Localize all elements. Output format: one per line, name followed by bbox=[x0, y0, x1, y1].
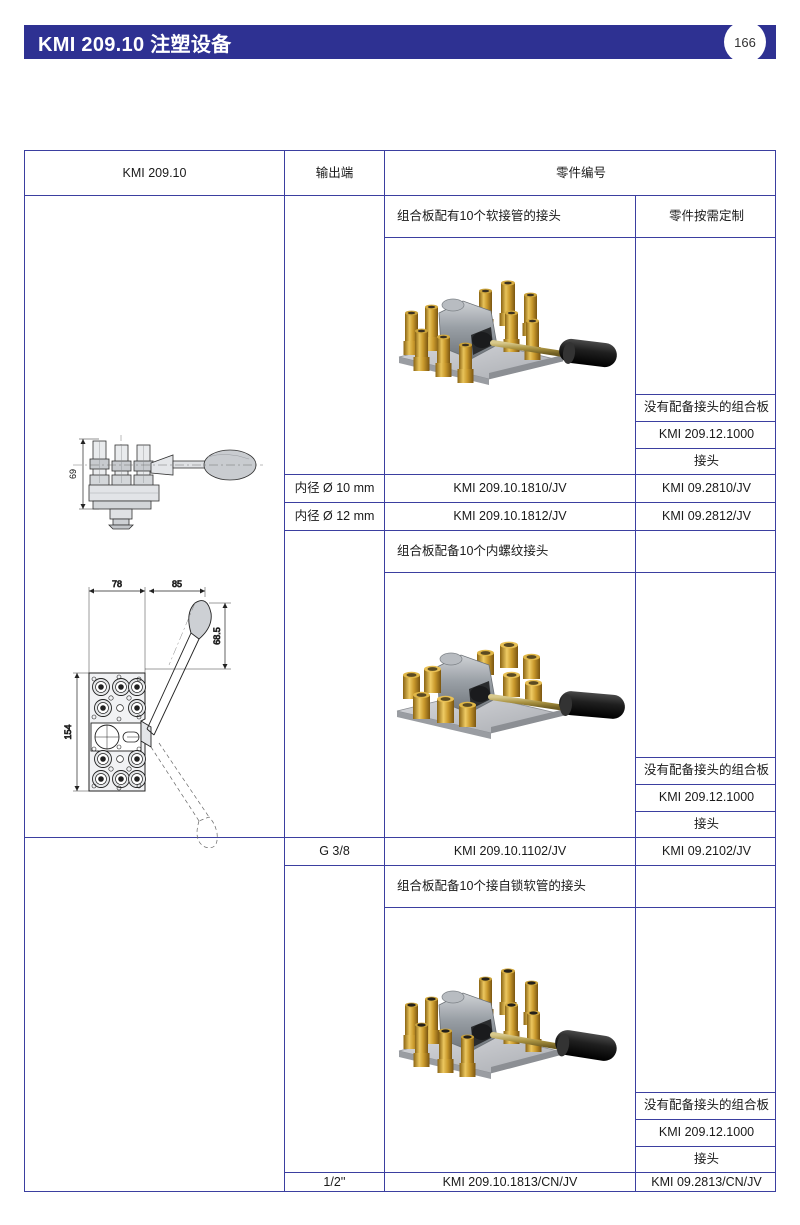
section-3-row-0-output: 1/2'' bbox=[323, 1175, 346, 1190]
section-3-desc-divider bbox=[385, 907, 775, 908]
section-2-description: 组合板配备10个内螺纹接头 bbox=[397, 543, 549, 558]
section-3-row-0-coupling: KMI 09.2813/CN/JV bbox=[651, 1175, 762, 1190]
section-3-plate-divider-top bbox=[636, 1092, 775, 1093]
section-2-top-divider bbox=[285, 530, 775, 531]
section-1-row-0-partno: KMI 209.10.1810/JV bbox=[453, 480, 567, 495]
section-3-plate-label: 没有配备接头的组合板 bbox=[643, 1098, 769, 1113]
coupling-plate-female-thread-photo bbox=[393, 613, 641, 743]
section-1-plate-label: 没有配备接头的组合板 bbox=[643, 400, 769, 415]
section-2-plate-divider-bot bbox=[636, 811, 775, 812]
section-3-coupling-label: 接头 bbox=[693, 1151, 719, 1166]
section-1-plate-partno: KMI 209.12.1000 bbox=[658, 427, 755, 442]
top-view-drawing: 78 85 68.5 154 bbox=[59, 569, 279, 854]
section-1-plate-divider-bot bbox=[636, 448, 775, 449]
svg-text:78: 78 bbox=[112, 579, 122, 589]
section-1-plate-divider-top bbox=[636, 394, 775, 395]
section-1-row-1-output: 内径 Ø 12 mm bbox=[294, 508, 375, 523]
section-1-row-0-coupling: KMI 09.2810/JV bbox=[662, 480, 751, 495]
section-3-description: 组合板配备10个接自锁软管的接头 bbox=[397, 878, 586, 893]
column-divider-2 bbox=[384, 151, 385, 1191]
section-2-plate-divider-top bbox=[636, 757, 775, 758]
svg-text:68.5: 68.5 bbox=[212, 627, 222, 645]
section-1-accessory-note: 零件按需定制 bbox=[668, 208, 744, 223]
section-3-top-divider bbox=[285, 865, 775, 866]
page-header-banner: KMI 209.10 注塑设备 166 bbox=[24, 21, 776, 63]
section-1-desc-divider bbox=[385, 237, 775, 238]
section-3-plate-partno: KMI 209.12.1000 bbox=[658, 1125, 755, 1140]
section-2-row-0-partno: KMI 209.10.1102/JV bbox=[453, 843, 567, 858]
section-3-plate-divider-mid bbox=[636, 1119, 775, 1120]
svg-text:85: 85 bbox=[172, 579, 182, 589]
section-2-plate-partno: KMI 209.12.1000 bbox=[658, 790, 755, 805]
column-divider-1 bbox=[284, 151, 285, 1191]
table-header-partno: 零件编号 bbox=[555, 165, 606, 180]
svg-text:154: 154 bbox=[63, 724, 73, 739]
column-divider-3 bbox=[635, 195, 636, 1191]
section-3-accessory-note bbox=[636, 865, 777, 907]
section-2-row-divider-0 bbox=[25, 837, 775, 838]
section-3-plate-divider-bot bbox=[636, 1146, 775, 1147]
coupling-plate-selflock-photo bbox=[393, 951, 641, 1081]
section-3-row-divider-0 bbox=[285, 1172, 775, 1173]
section-1-description: 组合板配有10个软接管的接头 bbox=[397, 208, 561, 223]
section-2-row-0-coupling: KMI 09.2102/JV bbox=[662, 843, 751, 858]
section-3-row-0-partno: KMI 209.10.1813/CN/JV bbox=[442, 1175, 578, 1190]
section-1-row-1-partno: KMI 209.10.1812/JV bbox=[453, 508, 567, 523]
section-2-plate-label: 没有配备接头的组合板 bbox=[643, 763, 769, 778]
section-1-plate-divider-mid bbox=[636, 421, 775, 422]
coupling-plate-hose-barb-photo bbox=[393, 261, 641, 391]
section-2-accessory-note bbox=[636, 530, 777, 572]
section-1-row-divider-0 bbox=[285, 474, 775, 475]
section-2-row-0-output: G 3/8 bbox=[319, 843, 350, 858]
svg-text:69: 69 bbox=[68, 469, 78, 479]
product-table: KMI 209.10 输出端 零件编号 组合板配有10个软接管的接头 零件按需定… bbox=[24, 150, 776, 1192]
section-1-row-divider-1 bbox=[285, 502, 775, 503]
section-1-row-0-output: 内径 Ø 10 mm bbox=[294, 480, 375, 495]
section-2-coupling-label: 接头 bbox=[693, 816, 719, 831]
side-view-drawing: 69 bbox=[55, 423, 270, 533]
section-1-coupling-label: 接头 bbox=[693, 453, 719, 468]
section-1-row-1-coupling: KMI 09.2812/JV bbox=[662, 508, 751, 523]
section-2-plate-divider-mid bbox=[636, 784, 775, 785]
table-header-output: 输出端 bbox=[315, 165, 354, 180]
page-number-badge: 166 bbox=[724, 21, 766, 63]
table-header-model: KMI 209.10 bbox=[122, 165, 187, 180]
section-2-desc-divider bbox=[385, 572, 775, 573]
page-title: KMI 209.10 注塑设备 bbox=[38, 33, 232, 56]
header-row-divider bbox=[25, 195, 775, 196]
